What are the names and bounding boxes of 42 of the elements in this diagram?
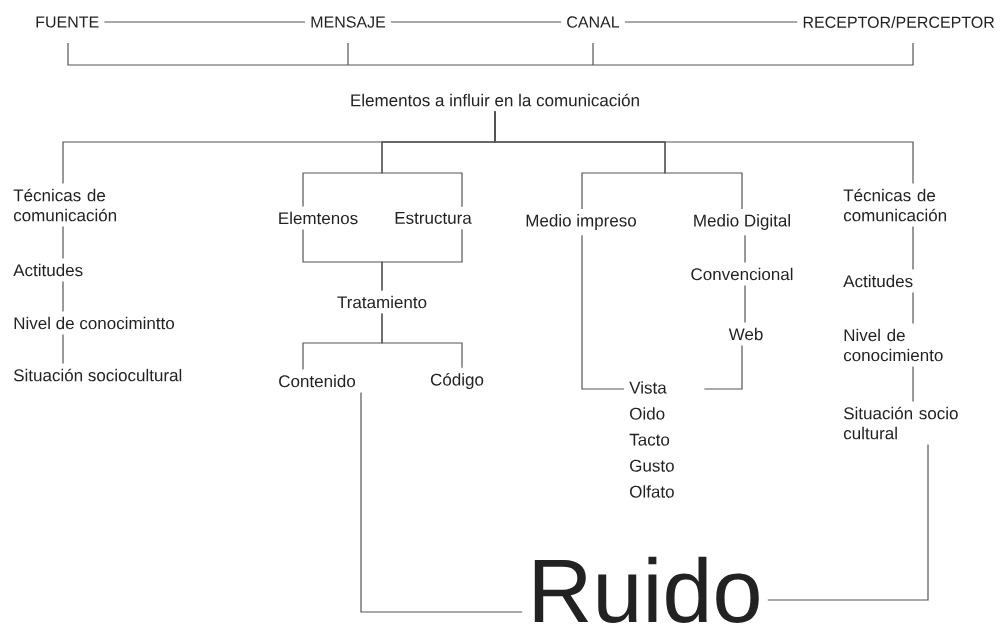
connector-line	[103, 21, 306, 23]
item-label: Elemtenos	[279, 211, 358, 225]
item-label: Tratamiento	[337, 295, 427, 309]
connector-line	[494, 110, 914, 185]
connector-line	[62, 333, 64, 365]
connector-line	[62, 225, 64, 260]
item-label: Actitudes	[13, 263, 83, 277]
item-label: Contenido	[279, 374, 355, 388]
item-label: Técnicas de comunicación	[843, 188, 946, 222]
connector-line	[624, 21, 798, 23]
connector-line	[744, 284, 746, 324]
item-label: Estructura	[395, 212, 472, 224]
item-label: Actitudes	[843, 274, 913, 288]
connector-line	[912, 365, 914, 403]
connector-line	[381, 312, 463, 369]
connector-line	[360, 391, 523, 613]
heading: RECEPTOR/PERCEPTOR	[803, 16, 995, 28]
item-label: Técnicas de comunicación	[13, 188, 116, 222]
connector-line	[62, 280, 64, 313]
connector-line	[390, 21, 562, 23]
item-label: Web	[728, 327, 763, 341]
connector-line	[381, 228, 463, 292]
item-label: Nivel de conocimintto	[14, 316, 174, 330]
item-label: Medio impreso	[526, 214, 636, 230]
connector-line	[912, 291, 914, 325]
item-label: Situación socio cultural	[843, 406, 958, 440]
subheading: Elementos a influir en la comunicación	[351, 93, 639, 107]
heading: CANAL	[567, 16, 620, 28]
item-label: Código	[430, 373, 484, 390]
noise-label: Ruido	[534, 556, 759, 623]
heading: MENSAJE	[311, 16, 386, 28]
item-label: Nivel de conocimiento	[843, 328, 943, 362]
connector-line	[767, 443, 929, 601]
item-label: Medio Digital	[694, 214, 790, 230]
item-label: Situación sociocultural	[13, 368, 182, 382]
connector-line	[581, 234, 625, 390]
connector-line	[744, 234, 746, 264]
item-list: Vista Oido Tacto Gusto Olfato	[629, 381, 674, 498]
connector-line	[703, 344, 743, 390]
heading: FUENTE	[36, 16, 99, 28]
item-label: Convencional	[691, 267, 793, 281]
connector-line	[912, 225, 914, 271]
